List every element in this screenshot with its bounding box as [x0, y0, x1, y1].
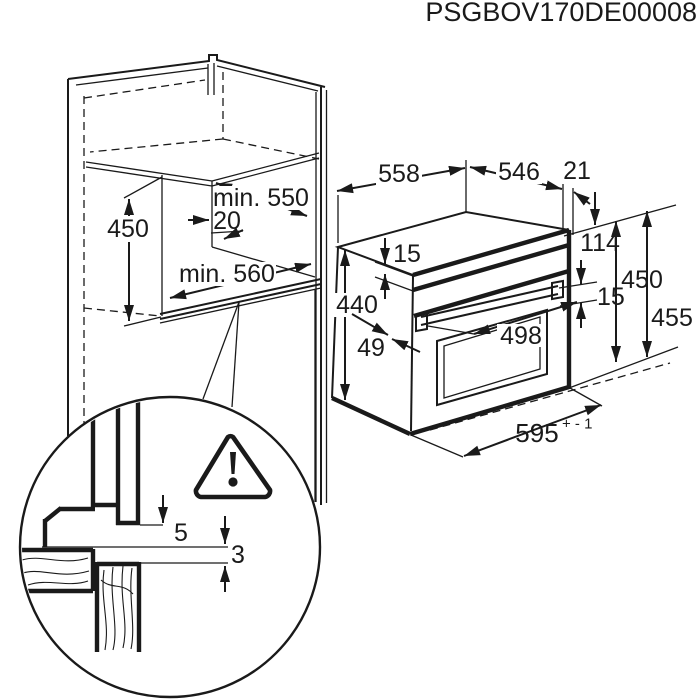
- oven-handle-width-label: 498: [500, 322, 542, 350]
- oven-rear-clearance-label: 21: [563, 157, 591, 185]
- drawing-code: PSGBOV170DE00008: [425, 0, 697, 27]
- oven-top-depth-label: 558: [378, 160, 420, 188]
- detail-rear-gap-label: 5: [174, 519, 188, 547]
- wood-panel-right: [94, 561, 142, 652]
- oven-width-tolerance-label: + - 1: [562, 416, 592, 433]
- oven-body-depth-label: 546: [498, 158, 540, 186]
- detail-circle-content: 5 3: [22, 399, 273, 652]
- exclamation-triangle-icon: [193, 433, 273, 500]
- cabinet-drawing: 450 min. 550 20 min. 560: [67, 54, 328, 505]
- cabinet-rear-gap-label: 20: [213, 207, 241, 235]
- cabinet-niche-height-label: 450: [107, 215, 149, 243]
- detail-leader: [202, 301, 240, 408]
- cabinet-hidden-edges: [83, 72, 320, 424]
- detail-worktop-gap-label: 3: [231, 541, 245, 569]
- upper-compartment: [85, 152, 320, 187]
- oven-rear-frame-section: [42, 399, 141, 547]
- oven-width-label: 595: [515, 418, 558, 448]
- oven-body-height-label: 440: [336, 291, 378, 319]
- oven-drawing: 558 546 21 15 114 440 450 455 15: [331, 157, 693, 458]
- wood-panel-left: [22, 547, 96, 594]
- oven-handle-clearance-label: 15: [597, 283, 625, 311]
- cabinet-min-width-label: min. 560: [179, 260, 275, 288]
- oven-top-drop-label: 114: [580, 229, 620, 257]
- oven-niche-height-label: 450: [621, 266, 663, 294]
- oven-front-height-label: 455: [651, 304, 693, 332]
- oven-top-inset-label: 15: [393, 240, 421, 268]
- cabinet-min-depth-label: min. 550: [213, 184, 309, 212]
- oven-handle-offset-label: 49: [357, 334, 385, 362]
